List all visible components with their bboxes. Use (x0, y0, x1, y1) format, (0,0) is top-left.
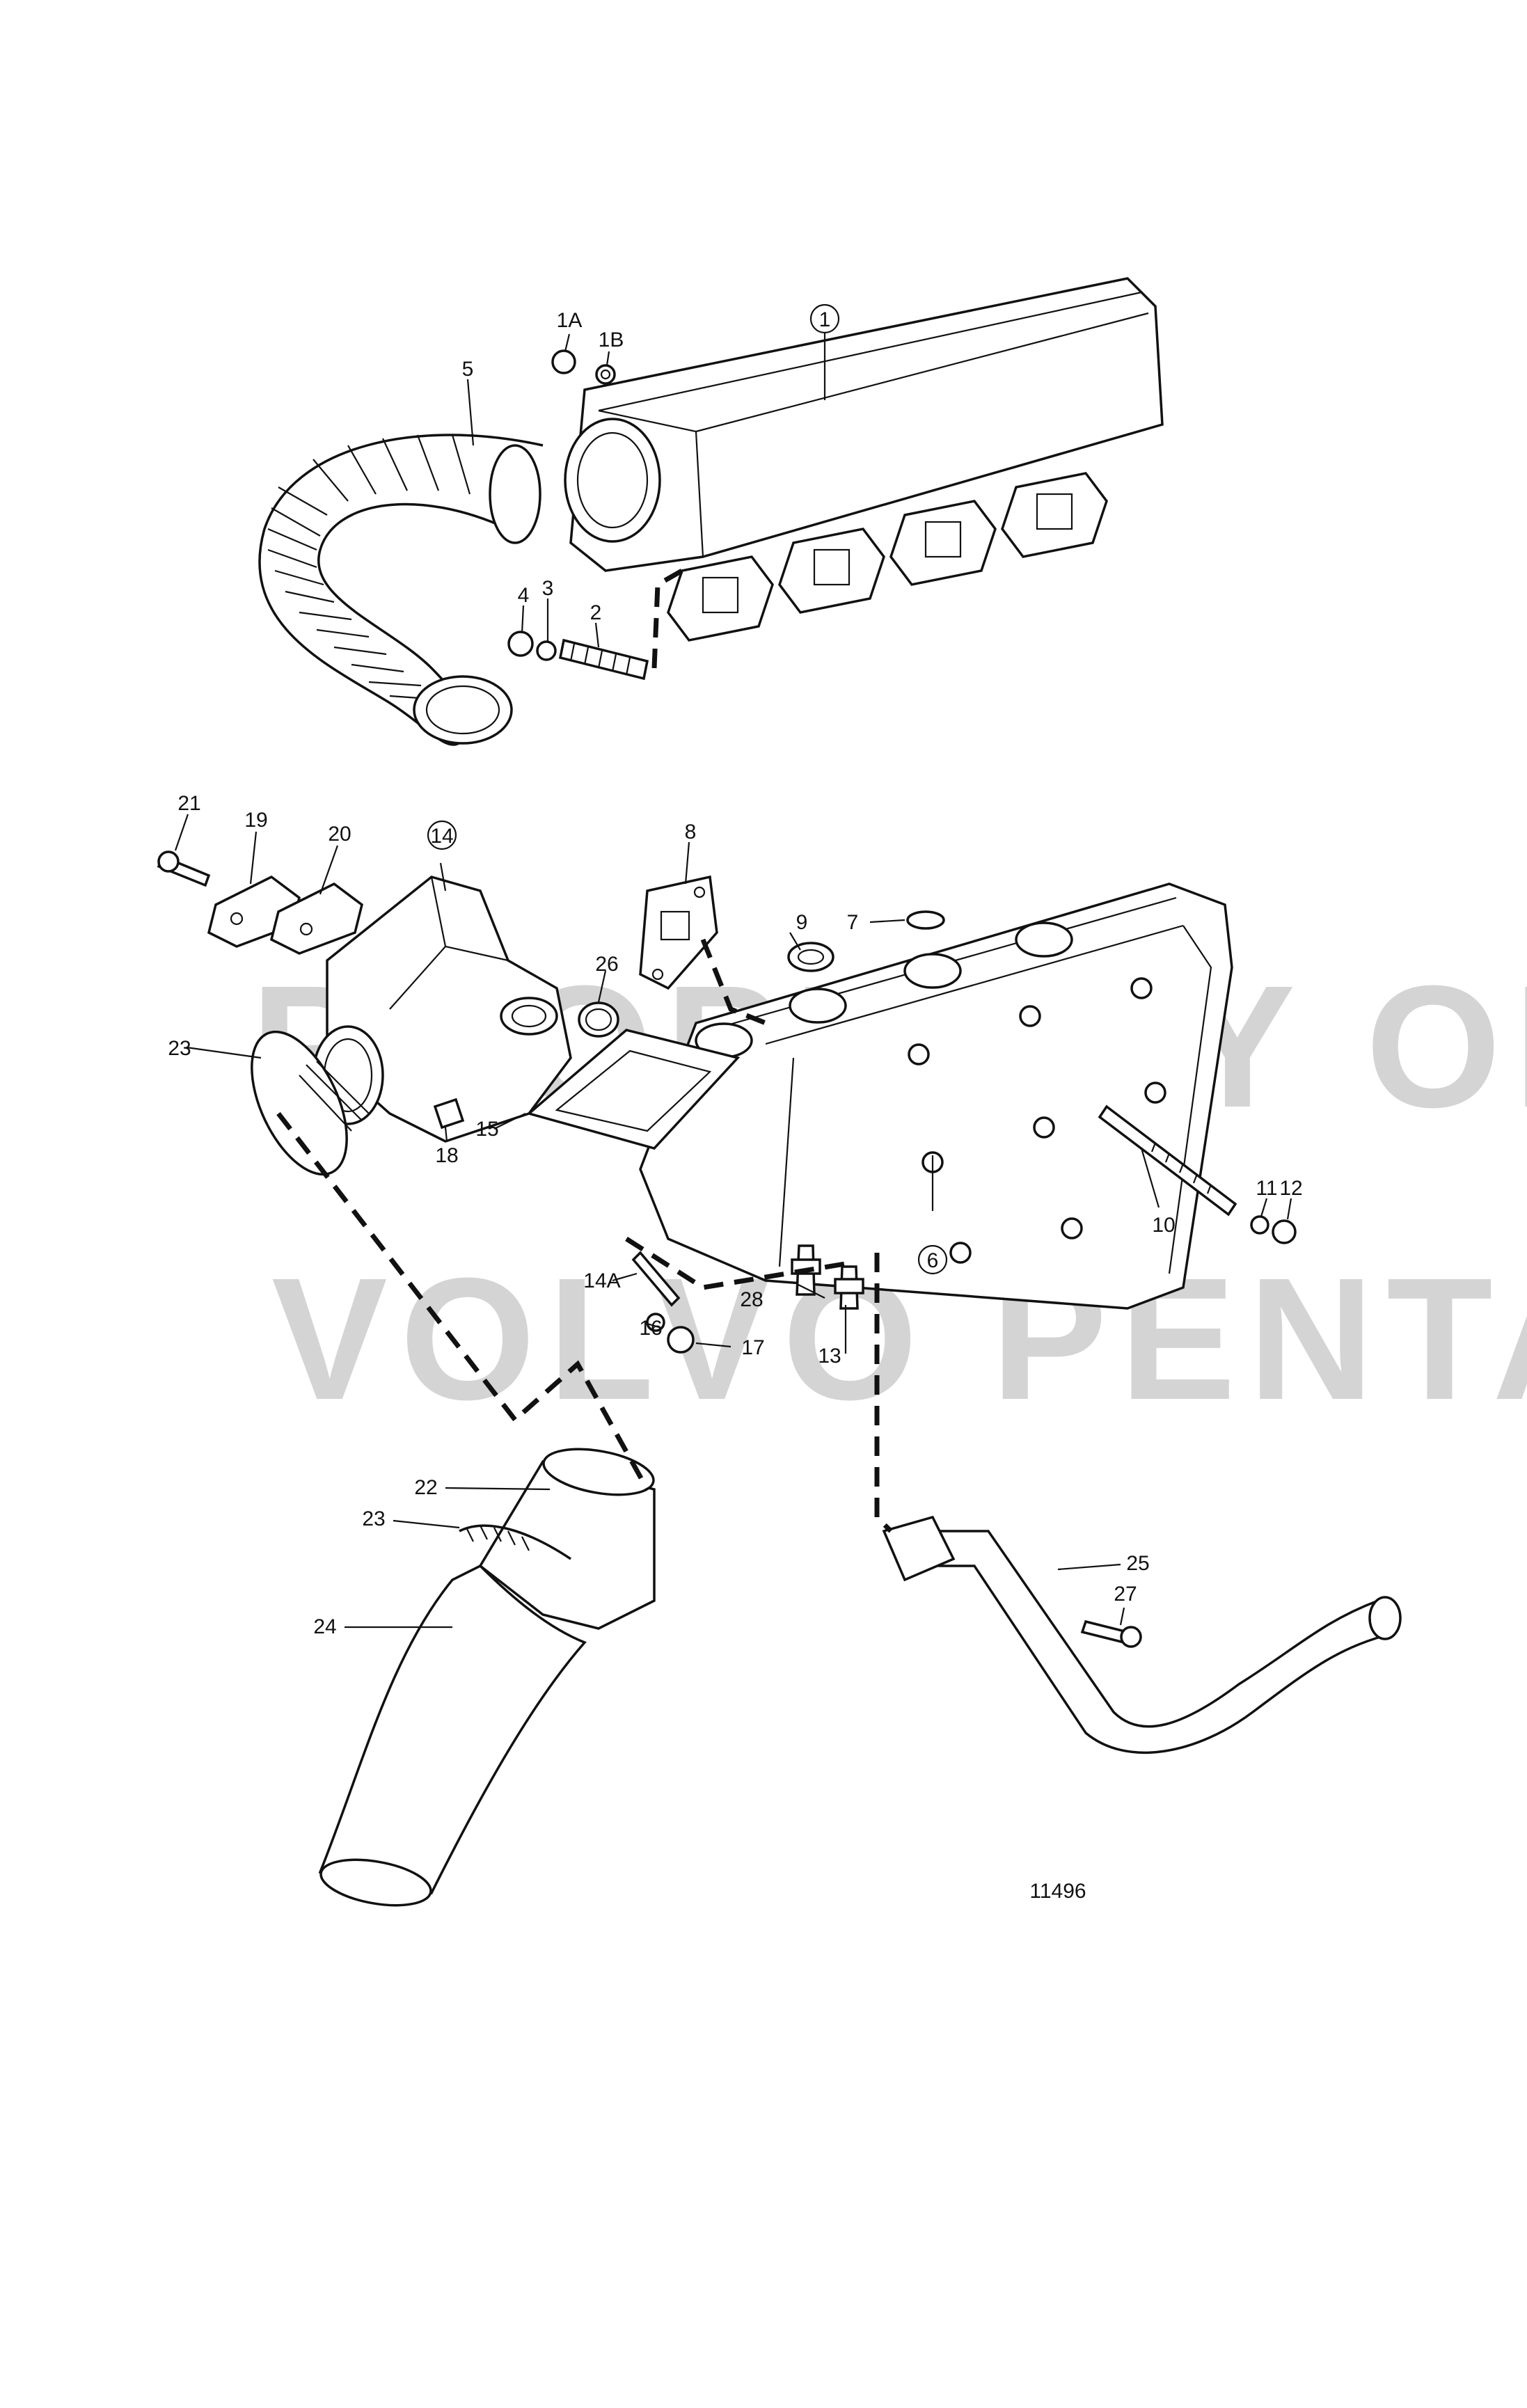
part-6-exhaust-manifold (639, 882, 1233, 1310)
callout-9: 9 (796, 911, 808, 934)
part-5-hose (258, 434, 544, 746)
callout-19: 19 (244, 809, 267, 832)
upper-assembly-line (651, 568, 683, 669)
callout-8: 8 (685, 821, 697, 843)
callout-labels: 1 1A 1B 2 3 4 5 6 7 8 9 10 11 12 13 14 1… (168, 308, 1302, 1638)
callout-16: 16 (639, 1317, 662, 1340)
callout-circles (427, 303, 948, 1275)
callout-2: 2 (590, 601, 602, 624)
part-24-outlet-hose (318, 1564, 587, 1907)
callout-3: 3 (542, 577, 554, 600)
callout-6: 6 (927, 1249, 939, 1272)
callout-1A: 1A (557, 309, 583, 332)
callout-23-bottom: 23 (362, 1507, 385, 1530)
callout-21: 21 (177, 792, 200, 815)
callout-1B: 1B (599, 328, 624, 351)
fittings-13-28 (791, 1244, 864, 1310)
lower-leader-lines (174, 814, 1292, 1629)
seal-rings (251, 910, 945, 1176)
callout-11: 11 (1256, 1177, 1277, 1200)
cover-plates (157, 850, 363, 955)
callout-23-top: 23 (168, 1037, 191, 1060)
lower-assembly-lines (276, 938, 893, 1533)
part-23-clamp (459, 1524, 571, 1560)
callout-27: 27 (1114, 1583, 1137, 1606)
callout-28: 28 (740, 1288, 763, 1311)
long-stud-and-nut (1098, 1104, 1297, 1244)
part-22-sleeve (478, 1448, 656, 1630)
upper-leader-lines (466, 333, 826, 648)
callout-1: 1 (819, 308, 831, 331)
callout-17: 17 (741, 1336, 764, 1359)
callout-5: 5 (462, 358, 474, 381)
part-25-pipe (882, 1515, 1402, 1754)
callout-14A: 14A (583, 1269, 620, 1292)
callout-10: 10 (1152, 1214, 1175, 1237)
part-15-gasket (526, 1029, 741, 1150)
callout-13: 13 (818, 1345, 841, 1368)
callout-4: 4 (518, 584, 530, 607)
part-18-plug (433, 1098, 465, 1130)
upper-fasteners (507, 349, 649, 681)
callout-12: 12 (1279, 1177, 1302, 1200)
part-8-plate (639, 875, 718, 990)
callout-15: 15 (475, 1118, 498, 1141)
callout-20: 20 (328, 823, 351, 846)
lower-stud-nuts (631, 1251, 695, 1354)
callout-26: 26 (595, 953, 618, 976)
callout-7: 7 (847, 911, 859, 934)
drawing-number: 11496 (1029, 1880, 1086, 1903)
callout-25: 25 (1126, 1552, 1149, 1575)
callout-18: 18 (435, 1144, 458, 1167)
callout-24: 24 (313, 1615, 336, 1638)
part-1-intake-manifold (564, 277, 1164, 572)
callout-22: 22 (414, 1476, 437, 1499)
callout-14: 14 (430, 825, 453, 848)
manifold-flanges (667, 472, 1108, 642)
